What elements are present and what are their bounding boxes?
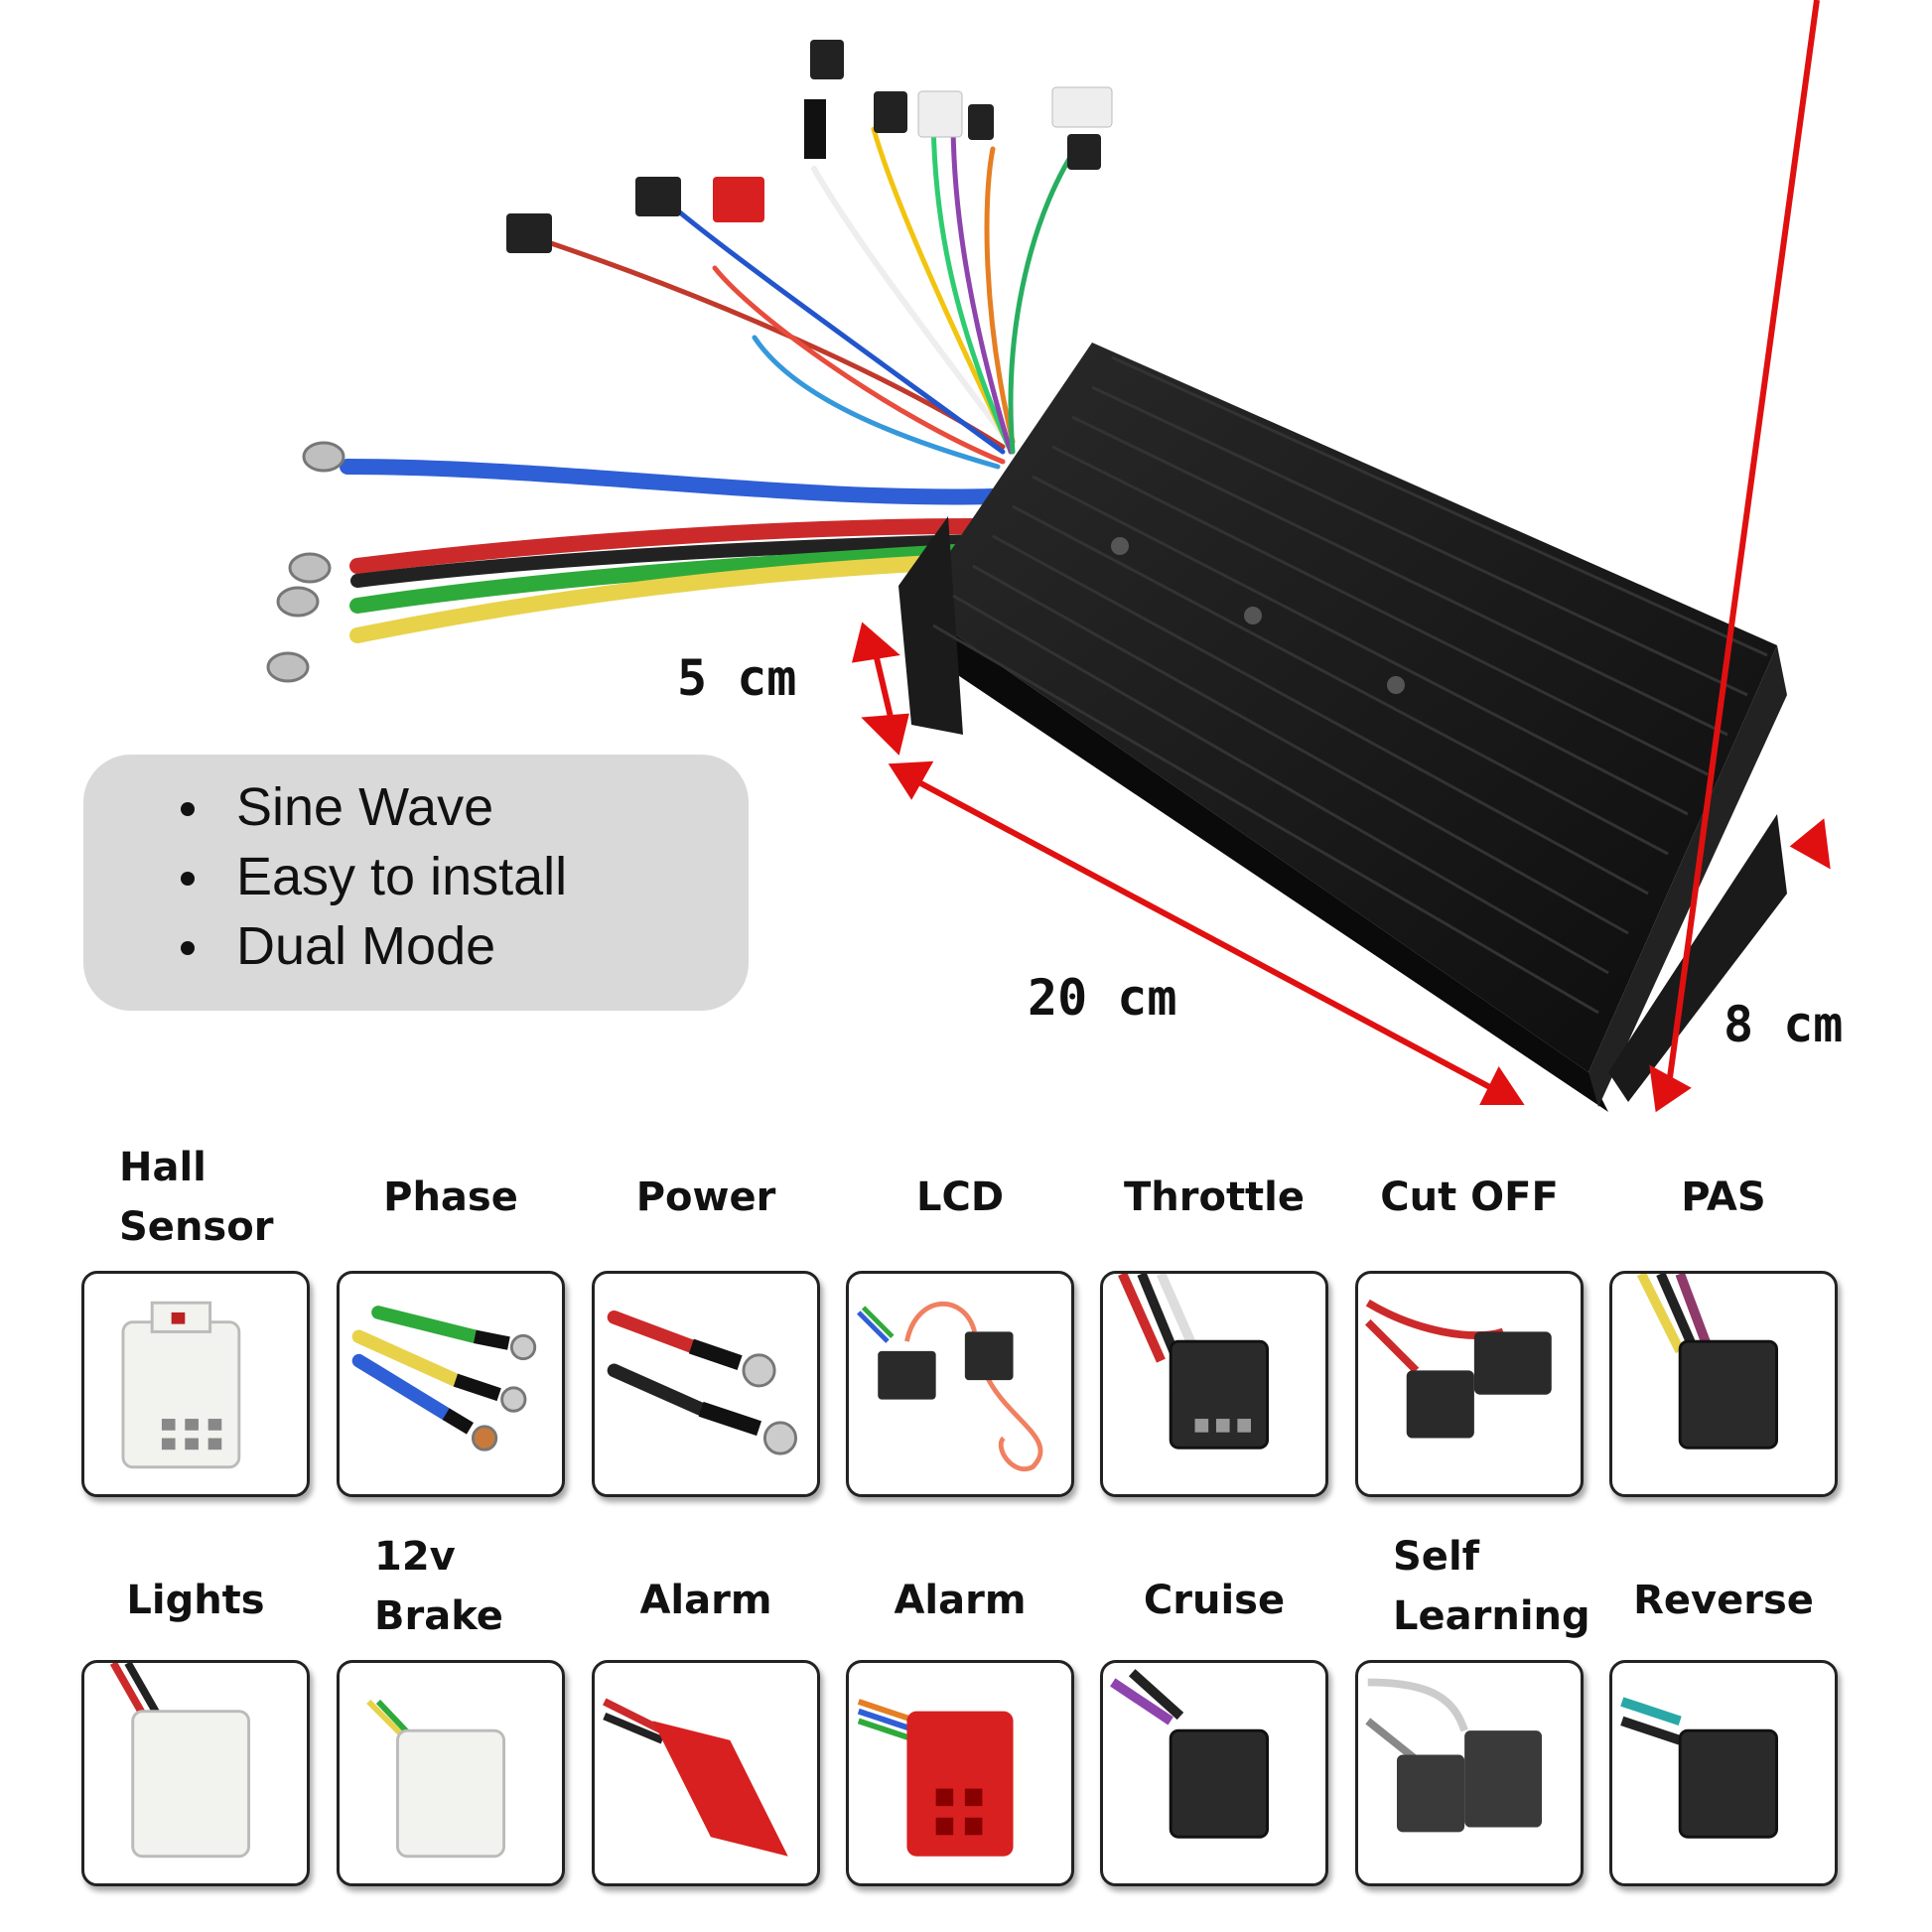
dimension-arrows: [851, 0, 1831, 1113]
throttle-connector-icon: [1103, 1274, 1325, 1494]
alarm-4pin-connector-icon: [849, 1663, 1071, 1883]
connector-label-line: Throttle: [1123, 1174, 1306, 1220]
connector-label-line: 12v: [374, 1534, 456, 1580]
connector-label-line: Reverse: [1633, 1578, 1814, 1623]
connector-card: [592, 1271, 820, 1497]
connector-label: Cruise: [1080, 1571, 1348, 1630]
signal-wires: [533, 106, 1085, 470]
height-dimension-label: 5 cm: [677, 649, 797, 707]
connector-card: [846, 1271, 1074, 1497]
connector-label-line: LCD: [915, 1174, 1005, 1220]
connector-label-line: Brake: [374, 1593, 503, 1639]
phase-wires-icon: [340, 1274, 562, 1494]
connector-label-line: Self: [1393, 1534, 1480, 1580]
connector-label: Alarm: [572, 1571, 840, 1630]
connector-label: Lights: [62, 1571, 330, 1630]
lights-connector-icon: [84, 1663, 307, 1883]
connector-label: LCD: [826, 1168, 1094, 1227]
connector-label-line: PAS: [1681, 1174, 1766, 1220]
ring-terminals: [266, 441, 345, 683]
cut-off-connector-icon: [1358, 1274, 1581, 1494]
connector-card: [1355, 1271, 1584, 1497]
connector-label-line: Hall: [119, 1145, 207, 1190]
pas-connector-icon: [1612, 1274, 1835, 1494]
connector-label-line: Learning: [1393, 1593, 1590, 1639]
connector-label: Power: [572, 1168, 840, 1227]
connector-card: [337, 1660, 565, 1886]
cruise-connector-icon: [1103, 1663, 1325, 1883]
screws: [1111, 537, 1405, 694]
connector-label: PAS: [1589, 1168, 1858, 1227]
connector-label: Cut OFF: [1335, 1168, 1603, 1227]
heatsink-fins: [932, 355, 1768, 1015]
connector-label-line: Sensor: [119, 1204, 274, 1250]
feature-item: Sine Wave: [181, 772, 749, 842]
connector-label-line: Cruise: [1143, 1578, 1286, 1623]
self-learning-connector-icon: [1358, 1663, 1581, 1883]
connector-label-line: Alarm: [639, 1578, 772, 1623]
connector-card: [81, 1271, 310, 1497]
connector-label: Throttle: [1080, 1168, 1348, 1227]
connector-label-line: Alarm: [894, 1578, 1027, 1623]
connector-card: [1355, 1660, 1584, 1886]
phase-power-wires: [340, 459, 1001, 643]
connector-label: Alarm: [826, 1571, 1094, 1630]
connector-card: [337, 1271, 565, 1497]
reverse-connector-icon: [1612, 1663, 1835, 1883]
connector-card: [1100, 1271, 1328, 1497]
connector-card: [846, 1660, 1074, 1886]
hall-sensor-connector-icon: [84, 1274, 307, 1494]
connector-card: [1100, 1660, 1328, 1886]
lcd-connector-icon: [849, 1274, 1071, 1494]
feature-list: Sine Wave Easy to install Dual Mode: [83, 755, 749, 981]
brake-connector-icon: [340, 1663, 562, 1883]
connector-card: [81, 1660, 310, 1886]
feature-item: Easy to install: [181, 842, 749, 911]
connector-label-line: Power: [635, 1174, 776, 1220]
features-box: Sine Wave Easy to install Dual Mode: [83, 755, 749, 1011]
length-dimension-label: 20 cm: [1028, 969, 1177, 1027]
connector-card: [1609, 1271, 1838, 1497]
connector-label-line: Phase: [383, 1174, 518, 1220]
connector-label-line: Lights: [126, 1578, 265, 1623]
connector-label-line: Cut OFF: [1380, 1174, 1559, 1220]
connector-label: Phase: [317, 1168, 585, 1227]
alarm-connector-icon: [595, 1663, 817, 1883]
connector-card: [1609, 1660, 1838, 1886]
feature-item: Dual Mode: [181, 911, 749, 981]
width-dimension-label: 8 cm: [1724, 996, 1844, 1053]
signal-connectors: [506, 40, 1113, 253]
power-wires-icon: [595, 1274, 817, 1494]
connector-label: Reverse: [1589, 1571, 1858, 1630]
connector-card: [592, 1660, 820, 1886]
